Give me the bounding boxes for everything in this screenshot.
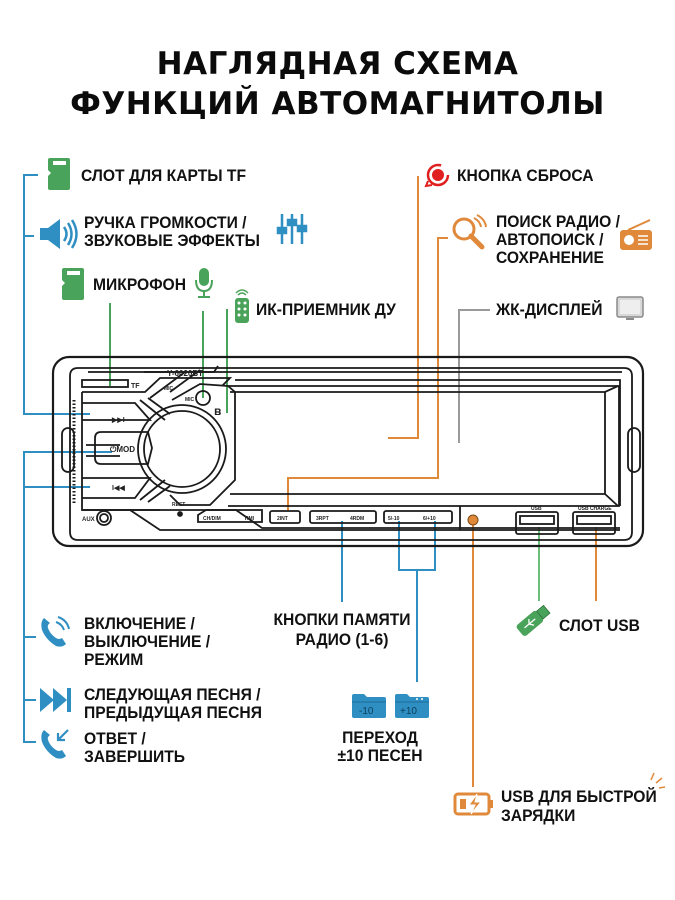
label-usb-slot: СЛОТ USB	[559, 616, 640, 635]
folder-plus-text: +10	[400, 706, 417, 717]
radio-icon	[620, 219, 652, 250]
label-skip-line1: ПЕРЕХОД	[342, 728, 418, 747]
device-mic-small: MIC	[164, 386, 174, 392]
speaker-icon	[40, 219, 78, 249]
callout-line-radio	[287, 237, 448, 510]
label-fast-charge-line1: USB ДЛЯ БЫСТРОЙ	[501, 787, 657, 806]
label-reset: КНОПКА СБРОСА	[457, 166, 594, 185]
folder-minus-text: -10	[359, 706, 374, 717]
callout-line-reset	[388, 176, 419, 439]
label-call-line2: ЗАВЕРШИТЬ	[84, 747, 186, 766]
device-usb-label: USB	[531, 506, 542, 512]
device-aux-label: AUX	[82, 517, 95, 523]
next-track-icon	[40, 688, 71, 712]
label-power-line2: ВЫКЛЮЧЕНИЕ /	[84, 632, 211, 651]
device-btn1-label: CH/DIM	[203, 516, 221, 522]
charge-led	[467, 514, 479, 526]
label-power-line3: РЕЖИМ	[84, 650, 144, 669]
page-title-line2: ФУНКЦИЙ АВТОМАГНИТОЛЫ	[70, 86, 605, 122]
label-track-line2: ПРЕДЫДУЩАЯ ПЕСНЯ	[84, 703, 262, 722]
label-radio-line2: АВТОПОИСК /	[496, 230, 604, 249]
label-ir-receiver: ИК-ПРИЕМНИК ДУ	[256, 300, 396, 319]
label-fast-charge-line2: ЗАРЯДКИ	[501, 806, 576, 825]
call-answer-icon	[41, 729, 69, 759]
label-radio-line1: ПОИСК РАДИО /	[496, 212, 621, 231]
phone-power-icon	[41, 616, 70, 647]
device-mic-label: MIC	[185, 397, 195, 403]
label-volume-line2: ЗВУКОВЫЕ ЭФФЕКТЫ	[84, 231, 260, 250]
usb-drive-icon	[516, 604, 551, 636]
sd-card-icon	[48, 158, 70, 190]
car-radio-device	[51, 355, 645, 548]
label-radio-line3: СОХРАНЕНИЕ	[496, 248, 604, 267]
label-call-line1: ОТВЕТ /	[84, 729, 146, 748]
callout-line-tf	[23, 174, 90, 415]
label-tf-slot: СЛОТ ДЛЯ КАРТЫ TF	[81, 166, 247, 185]
label-presets-line2: РАДИО (1-6)	[295, 630, 389, 649]
label-power-line1: ВКЛЮЧЕНИЕ /	[84, 614, 195, 633]
folder-plus-10-icon: +10	[395, 694, 429, 718]
search-icon	[452, 214, 487, 250]
device-prev-label: I◀◀	[112, 485, 125, 492]
page-title-line1: НАГЛЯДНАЯ СХЕМА	[156, 46, 519, 82]
device-btn5-label: 5/-10	[388, 516, 400, 522]
label-lcd: ЖК-ДИСПЛЕЙ	[496, 300, 603, 319]
label-track-line1: СЛЕДУЮЩАЯ ПЕСНЯ /	[84, 685, 261, 704]
bluetooth-icon: ʙ	[214, 404, 221, 418]
device-btn2-label: 2INT	[277, 516, 288, 522]
reset-icon	[424, 163, 450, 188]
device-rest-label: REST	[172, 502, 185, 508]
label-skip-line2: ±10 ПЕСЕН	[337, 746, 423, 765]
device-usb-charge-label: USB CHARGE	[578, 506, 612, 512]
monitor-icon	[616, 296, 644, 320]
device-model: Y-6020BT	[167, 369, 203, 378]
equalizer-icon	[276, 214, 308, 244]
device-btn6-label: 6/+10	[423, 516, 436, 522]
remote-control-icon	[235, 289, 249, 323]
device-next-label: ▶▶I	[111, 417, 125, 424]
sparkle-icon	[650, 772, 666, 789]
device-btn4-label: 4RDM	[350, 516, 364, 522]
battery-charging-icon	[453, 792, 493, 816]
label-presets-line1: КНОПКИ ПАМЯТИ	[273, 610, 411, 629]
folder-minus-10-icon: -10	[352, 694, 386, 718]
microphone-icon	[195, 268, 213, 298]
callout-line-mod	[23, 451, 112, 743]
device-tf-label: TF	[131, 383, 140, 390]
device-mod-label: ⏻MOD	[110, 445, 135, 454]
label-volume-line1: РУЧКА ГРОМКОСТИ /	[84, 213, 247, 232]
sd-card-icon-2	[62, 268, 84, 300]
device-btn3-label: 3RPT	[316, 516, 329, 522]
callout-line-lcd	[458, 309, 490, 443]
label-microphone: МИКРОФОН	[93, 275, 187, 294]
device-btn1b-label: TIMI	[244, 516, 255, 522]
